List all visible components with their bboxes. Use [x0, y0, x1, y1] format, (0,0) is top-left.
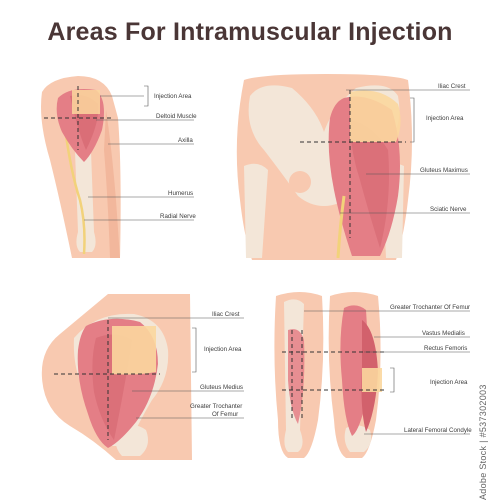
label-axilla: Axilla [178, 137, 193, 144]
watermark: Adobe Stock | #537302003 [474, 320, 494, 500]
label-gluteus-medius: Gluteus Medius [200, 384, 243, 391]
femur-left [244, 163, 268, 258]
label-injection-area-vastus: Injection Area [430, 379, 468, 386]
sciatic-nerve [336, 195, 346, 259]
label-injection-area: Injection Area [154, 93, 192, 100]
radial-nerve [62, 119, 86, 255]
label-gluteus-maximus: Gluteus Maximus [420, 167, 468, 174]
label-iliac-crest-gluteal: Iliac Crest [438, 83, 466, 90]
ventrogluteal-panel: Iliac Crest Injection Area Gluteus Mediu… [41, 294, 244, 460]
lateral-femoral-condyle [344, 425, 372, 452]
label-greater-trochanter-femur: Greater Trochanter Of Femur [390, 304, 470, 311]
label-rectus-femoris: Rectus Femoris [424, 345, 467, 352]
label-lateral-femoral-condyle: Lateral Femoral Condyle [404, 427, 472, 434]
page-title: Areas For Intramuscular Injection [47, 18, 453, 46]
vastus-injection-area [362, 368, 382, 392]
label-greater-trochanter-line1: Greater Trochanter [190, 403, 242, 410]
watermark-text: Adobe Stock | #537302003 [478, 384, 488, 500]
label-deltoid-muscle: Deltoid Muscle [156, 113, 197, 120]
deltoid-injection-area [72, 90, 100, 114]
label-humerus: Humerus [168, 190, 193, 197]
label-iliac-crest-ventro: Iliac Crest [212, 311, 240, 318]
label-injection-area-ventro: Injection Area [204, 346, 242, 353]
gluteus-maximus-shade [350, 120, 389, 248]
deltoid-injection-area-bracket [144, 85, 149, 107]
label-injection-area-gluteal: Injection Area [426, 115, 464, 122]
deltoid-panel: Injection Area Deltoid Muscle Axilla Hum… [41, 76, 197, 258]
label-radial-nerve: Radial Nerve [160, 213, 196, 220]
ventrogluteal-injection-area [112, 326, 156, 375]
gluteal-panel: Iliac Crest Injection Area Gluteus Maxim… [236, 74, 470, 260]
label-vastus-medialis: Vastus Medialis [422, 330, 465, 337]
label-sciatic-nerve: Sciatic Nerve [430, 206, 467, 213]
label-greater-trochanter-line2: Of Femur [212, 411, 238, 418]
vastus-panel: Greater Trochanter Of Femur Vastus Media… [274, 292, 472, 458]
rectus-femoris [340, 305, 368, 436]
torso-skin [104, 110, 120, 258]
gluteal-injection-area [350, 90, 401, 142]
pelvis-foramen-left [289, 171, 311, 193]
